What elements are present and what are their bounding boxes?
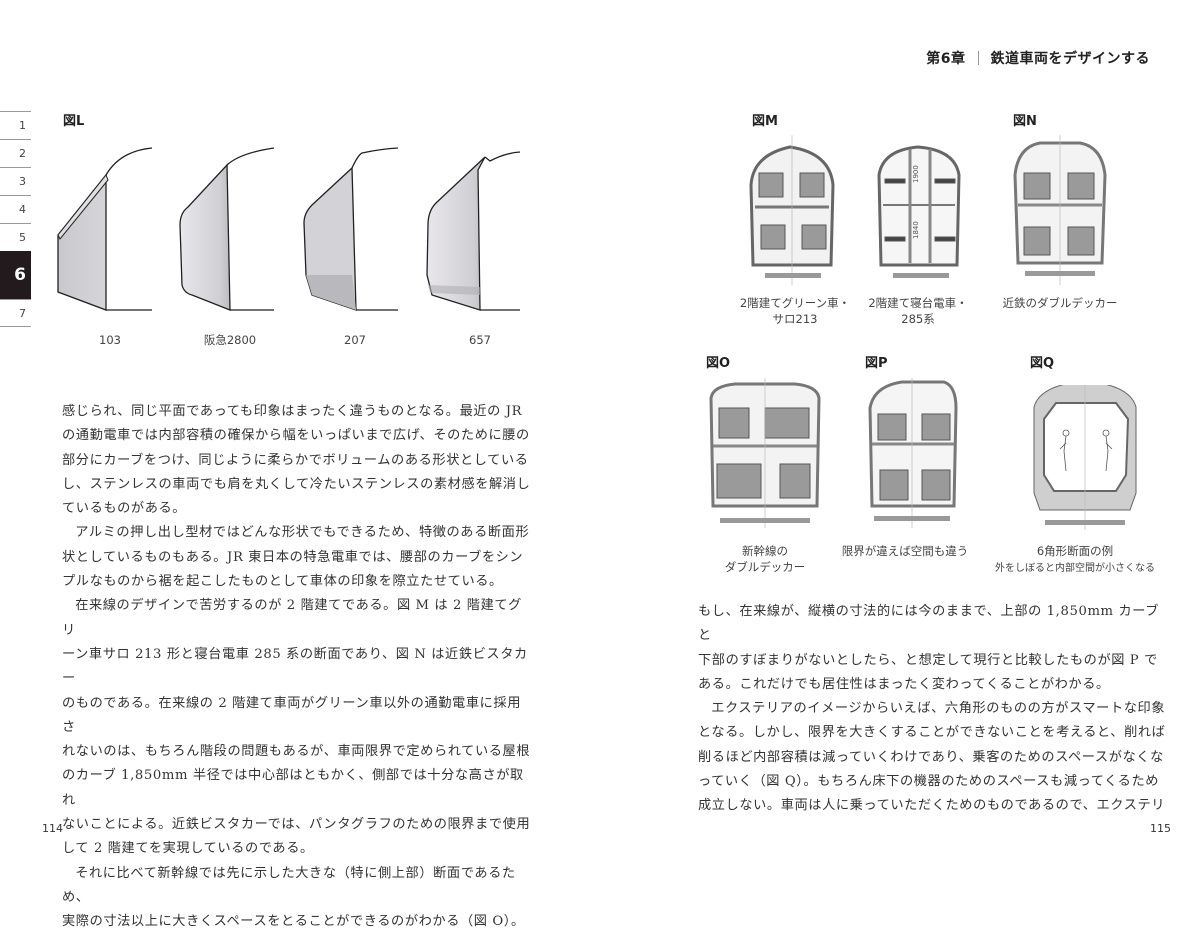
- figure-q-label: 図Q: [1030, 356, 1055, 371]
- 285-series-section-icon: 1900 1840: [877, 145, 961, 278]
- thumb-tab-4[interactable]: 4: [0, 195, 31, 223]
- thumb-tab-1[interactable]: 1: [0, 111, 31, 139]
- figure-q-caption: 6角形断面の例 外をしぼると内部空間が小さくなる: [995, 544, 1155, 574]
- car-657-icon: [426, 151, 521, 311]
- paragraph-2: アルミの押し出し型材ではどんな形状でもできるため、特徴のある断面形 状としている…: [62, 525, 530, 590]
- human-figures-icon: [1059, 429, 1113, 472]
- dimension-1900: 1900: [912, 165, 920, 183]
- figure-n-label: 図N: [1013, 114, 1037, 129]
- figure-q-hexagonal-section-icon: [1033, 385, 1137, 530]
- thumb-tab-2[interactable]: 2: [0, 139, 31, 167]
- paragraph-3: 在来線のデザインで苦労するのが 2 階建てである。図 M は 2 階建てグリ ー…: [62, 598, 531, 857]
- chapter-thumb-index: 1 2 3 4 5 6 7: [0, 111, 31, 327]
- paragraph-4: それに比べて新幹線では先に示した大きな（特に側上部）断面であるため、 実際の寸法…: [62, 865, 525, 930]
- figure-l-caption-103: 103: [99, 333, 121, 347]
- figure-p-label: 図P: [865, 356, 888, 371]
- paragraph-5: もし、在来線が、縦横の寸法的には今のままで、上部の 1,850mm カーブと 下…: [698, 604, 1160, 692]
- running-head-divider: [977, 51, 979, 65]
- figure-m-double-deck-sections: 1900 1840: [749, 135, 961, 285]
- chapter-title: 鉄道車両をデザインする: [990, 51, 1150, 67]
- thumb-tab-5[interactable]: 5: [0, 223, 31, 251]
- figure-o-caption: 新幹線の ダブルデッカー: [724, 544, 806, 574]
- figure-m-label: 図M: [752, 114, 778, 129]
- figure-l-caption-hankyu: 阪急2800: [203, 333, 257, 347]
- chapter-number: 第6章: [926, 51, 966, 67]
- running-head: 第6章 鉄道車両をデザインする: [926, 48, 1150, 68]
- figure-m-caption-saro213: 2階建てグリーン車・ サロ213: [739, 296, 851, 326]
- dimension-1840: 1840: [912, 221, 920, 239]
- page-number-left: 114: [42, 822, 63, 835]
- paragraph-6: エクステリアのイメージからいえば、六角形のものの方がスマートな印象 となる。しか…: [698, 701, 1166, 814]
- thumb-tab-6-active[interactable]: 6: [0, 251, 31, 299]
- figure-l-caption-207: 207: [344, 333, 366, 347]
- car-207-icon: [303, 147, 399, 311]
- figure-n-caption: 近鉄のダブルデッカー: [1002, 296, 1118, 310]
- paragraph-1: 感じられ、同じ平面であっても印象はまったく違うものとなる。最近の JR の通勤電…: [62, 404, 531, 517]
- figure-o-shinkansen-double-decker-icon: [709, 378, 821, 528]
- figure-o-label: 図O: [706, 356, 731, 371]
- figure-p-gauge-comparison-icon: [868, 378, 958, 528]
- thumb-tab-7[interactable]: 7: [0, 299, 31, 327]
- figure-l-car-body-shoulders: [57, 147, 521, 311]
- car-103-icon: [57, 147, 153, 311]
- page-number-right: 115: [1150, 822, 1171, 835]
- right-page-body: もし、在来線が、縦横の寸法的には今のままで、上部の 1,850mm カーブと 下…: [698, 600, 1168, 819]
- figure-l-label: 図L: [63, 114, 85, 129]
- figure-n-kintetsu-section-icon: [1013, 135, 1107, 285]
- sarо213-section-icon: [749, 135, 835, 285]
- figure-l-caption-657: 657: [469, 333, 491, 347]
- figure-p-caption: 限界が違えば空間も違う: [841, 544, 969, 558]
- figure-m-caption-285: 2階建て寝台電車・ 285系: [868, 296, 968, 326]
- car-hankyu-2800-icon: [179, 147, 275, 311]
- left-page-body: 感じられ、同じ平面であっても印象はまったく違うものとなる。最近の JR の通勤電…: [62, 400, 532, 935]
- thumb-tab-3[interactable]: 3: [0, 167, 31, 195]
